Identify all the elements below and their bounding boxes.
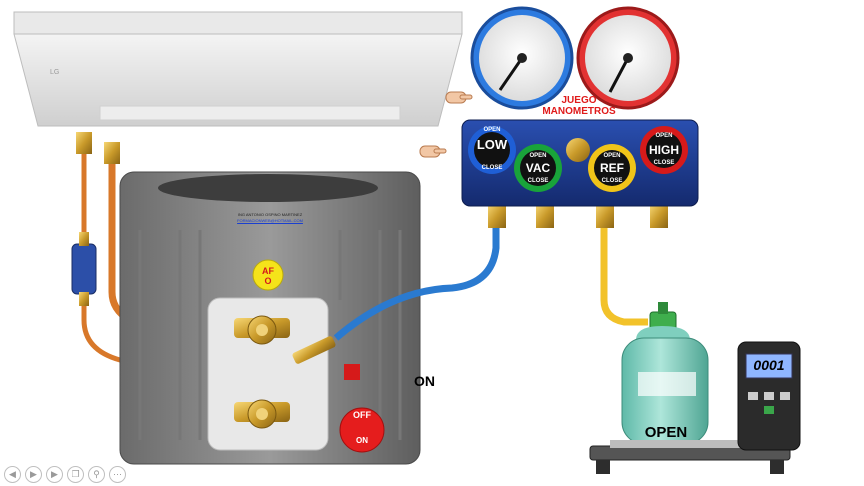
condenser-badge-text: AF O [253,266,283,286]
play-icon[interactable]: ▶ [25,466,42,483]
refrigerant-scale [589,440,791,474]
manifold-set-label-line2: MANOMETROS [542,106,616,117]
zoom-icon[interactable]: ⚲ [88,466,105,483]
ref-valve-label: REF [600,161,624,175]
power-switch[interactable] [339,407,385,453]
low-open-label: OPEN [483,127,501,133]
refrigerant-cylinder [621,302,709,445]
ref-open-label: OPEN [603,153,621,159]
cylinder-open-label: OPEN [644,424,688,441]
previous-icon[interactable]: ◀ [4,466,21,483]
low-valve-knob[interactable] [468,126,516,174]
manifold-set-label-line1: JUEGO [561,95,597,106]
scale-display-value: 0001 [753,357,785,373]
service-valve-liquid[interactable] [234,399,290,429]
flare-fitting-liquid [76,132,92,154]
power-switch-off-label: OFF [353,410,371,420]
low-pressure-gauge [470,6,574,110]
high-valve-knob[interactable] [640,126,688,174]
refrigerant-hose [600,228,648,326]
pointing-hand-icon [419,145,447,158]
condenser-nameplate: ING ANTONIO OSPINO MARTINEZ FORMACIONWEB… [205,212,335,224]
condenser-badge-line2: O [264,276,272,286]
nameplate-line2: FORMACIONWEB@HOTMAIL.COM [237,218,303,223]
high-close-label: CLOSE [653,160,675,166]
low-valve-label: LOW [476,137,508,152]
low-side-hose [333,224,500,341]
more-icon[interactable]: ⋯ [109,466,126,483]
vac-valve-knob[interactable] [514,144,562,192]
access-valve[interactable] [292,335,360,380]
ref-valve-knob[interactable] [588,144,636,192]
indoor-unit: LG [13,11,463,127]
nameplate-line1: ING ANTONIO OSPINO MARTINEZ [237,212,303,217]
scale-controller[interactable] [737,341,801,451]
high-valve-label: HIGH [649,143,679,157]
next-icon[interactable]: ▶ [46,466,63,483]
manifold-set-label: JUEGO MANOMETROS [534,95,624,117]
scale-display [745,353,793,379]
power-switch-on-label: ON [356,436,368,445]
filter-drier [71,243,97,295]
flare-fitting-suction [104,142,120,164]
copy-icon[interactable]: ❐ [67,466,84,483]
condenser-badge-line1: AF [262,266,274,276]
vac-valve-label: VAC [525,161,551,175]
ref-close-label: CLOSE [601,178,623,184]
vac-close-label: CLOSE [527,178,549,184]
high-pressure-gauge [576,6,680,110]
pointing-hand-icon [445,91,473,104]
low-close-label: CLOSE [481,165,503,171]
high-open-label: OPEN [655,133,673,139]
slideshow-toolbar: ◀ ▶ ▶ ❐ ⚲ ⋯ [4,466,126,483]
condenser-badge [252,259,284,291]
indoor-brand-logo: LG [50,69,59,76]
access-valve-cap[interactable] [344,364,360,380]
service-valve-suction[interactable] [234,315,290,345]
status-on-label: ON [414,373,435,389]
vac-open-label: OPEN [529,153,547,159]
